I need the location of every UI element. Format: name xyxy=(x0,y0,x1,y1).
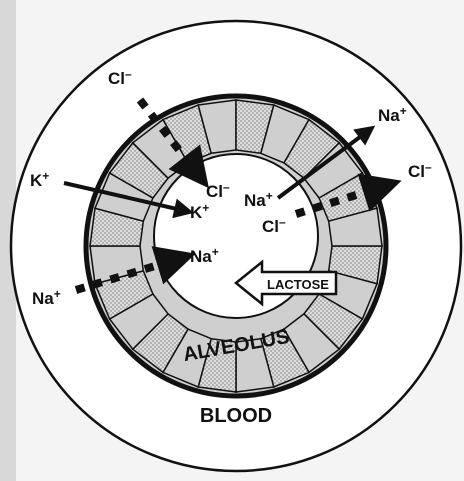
blood-label: BLOOD xyxy=(200,405,272,427)
lactose-label: LACTOSE xyxy=(267,277,329,292)
